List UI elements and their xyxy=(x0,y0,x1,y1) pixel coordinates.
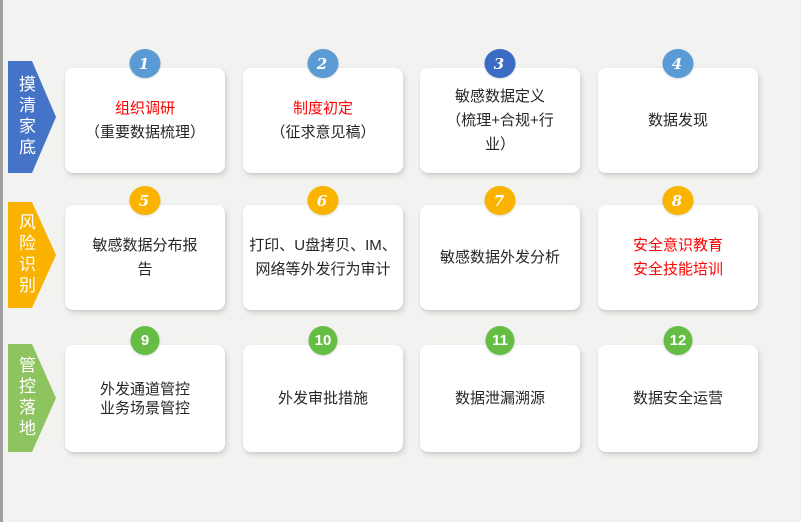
card-text: 数据泄漏溯源 xyxy=(420,345,580,452)
step-number-badge: 11 xyxy=(485,326,515,355)
step-number-badge: 5 xyxy=(129,186,161,215)
step-number-badge: 4 xyxy=(662,49,694,78)
card-text: 敏感数据分布报告 xyxy=(65,205,225,310)
card-text-line: 外发通道管控 xyxy=(99,380,190,398)
step-card: 2 制度初定 （征求意见稿） xyxy=(243,49,403,173)
card-text-line: 敏感数据分布报 xyxy=(92,236,198,254)
step-card: 3 敏感数据定义 （梳理+合规+行业） xyxy=(420,49,580,173)
step-number-badge: 9 xyxy=(130,326,160,355)
left-border-line xyxy=(0,0,3,522)
card-text-line: 制度初定 xyxy=(292,99,353,117)
step-number-badge: 6 xyxy=(307,186,339,215)
card-text-line: 外发审批措施 xyxy=(277,389,368,407)
card-text-line: 数据发现 xyxy=(647,111,708,129)
card-text-line: 数据安全运营 xyxy=(632,389,723,407)
card-text-line: （梳理+合规+行 xyxy=(446,111,554,129)
card-text-line: （重要数据梳理） xyxy=(84,123,205,141)
card-text: 数据发现 xyxy=(598,68,758,173)
card-text: 外发审批措施 xyxy=(243,345,403,452)
card-text-line: 告 xyxy=(137,260,153,278)
step-number-badge: 7 xyxy=(484,186,516,215)
step-number-badge: 8 xyxy=(662,186,694,215)
card-text: 敏感数据外发分析 xyxy=(420,205,580,310)
stage-label: 风险识别 xyxy=(16,213,35,297)
step-number-badge: 3 xyxy=(484,49,516,78)
stage-arrow: 摸清家底 xyxy=(8,61,56,173)
card-text-line: 业务场景管控 xyxy=(99,399,190,417)
step-number-badge: 2 xyxy=(307,49,339,78)
card-text-line: 打印、U盘拷贝、IM、 xyxy=(249,236,397,254)
card-text: 数据安全运营 xyxy=(598,345,758,452)
step-card: 12 数据安全运营 xyxy=(598,326,758,452)
card-text: 组织调研 （重要数据梳理） xyxy=(65,68,225,173)
card-text: 敏感数据定义 （梳理+合规+行业） xyxy=(420,68,580,173)
card-text-line: （征求意见稿） xyxy=(270,123,376,141)
card-text-line: 组织调研 xyxy=(114,99,175,117)
card-text-line: 网络等外发行为审计 xyxy=(255,260,391,278)
step-number-badge: 10 xyxy=(308,326,338,355)
step-card: 11 数据泄漏溯源 xyxy=(420,326,580,452)
card-text-line: 业） xyxy=(484,135,515,153)
stage-label: 摸清家底 xyxy=(16,75,35,159)
card-text: 打印、U盘拷贝、IM、网络等外发行为审计 xyxy=(243,205,403,310)
step-card: 4 数据发现 xyxy=(598,49,758,173)
step-number-badge: 12 xyxy=(663,326,693,355)
stage-arrow: 风险识别 xyxy=(8,202,56,308)
step-card: 1 组织调研 （重要数据梳理） xyxy=(65,49,225,173)
step-card: 7 敏感数据外发分析 xyxy=(420,186,580,310)
card-text-line: 敏感数据外发分析 xyxy=(439,248,560,266)
card-text: 安全意识教育安全技能培训 xyxy=(598,205,758,310)
step-number-badge: 1 xyxy=(129,49,161,78)
stage-arrow: 管控落地 xyxy=(8,344,56,452)
card-text-line: 敏感数据定义 xyxy=(454,87,545,105)
step-card: 10 外发审批措施 xyxy=(243,326,403,452)
card-text-line: 安全技能培训 xyxy=(632,260,723,278)
card-text: 外发通道管控业务场景管控 xyxy=(65,345,225,452)
card-text: 制度初定 （征求意见稿） xyxy=(243,68,403,173)
card-text-line: 数据泄漏溯源 xyxy=(454,389,545,407)
stage-label: 管控落地 xyxy=(16,356,35,440)
card-text-line: 安全意识教育 xyxy=(632,236,723,254)
